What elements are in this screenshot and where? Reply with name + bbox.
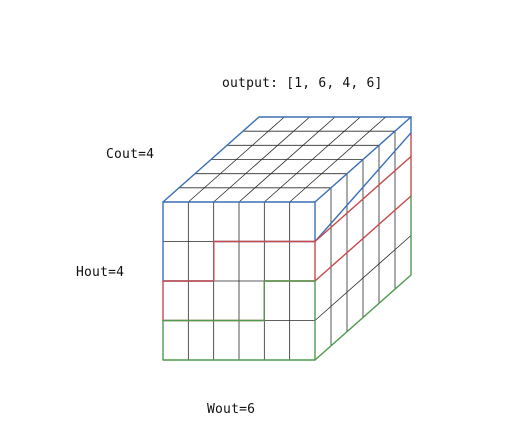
cout-label: Cout=4 — [106, 147, 155, 162]
blue-slab-outline — [162, 132, 412, 282]
red-side-top — [314, 155, 412, 243]
channel-outlines — [162, 116, 412, 361]
grid-lines — [162, 116, 412, 361]
hout-label: Hout=4 — [76, 265, 125, 280]
diagram-title: output: [1, 6, 4, 6] — [222, 76, 383, 91]
green-step-outline — [162, 280, 316, 361]
red-slab-outline — [162, 195, 412, 322]
green-bottom-outline — [162, 195, 412, 361]
side-grid-horizontal — [314, 235, 412, 321]
wout-label: Wout=6 — [207, 402, 256, 417]
